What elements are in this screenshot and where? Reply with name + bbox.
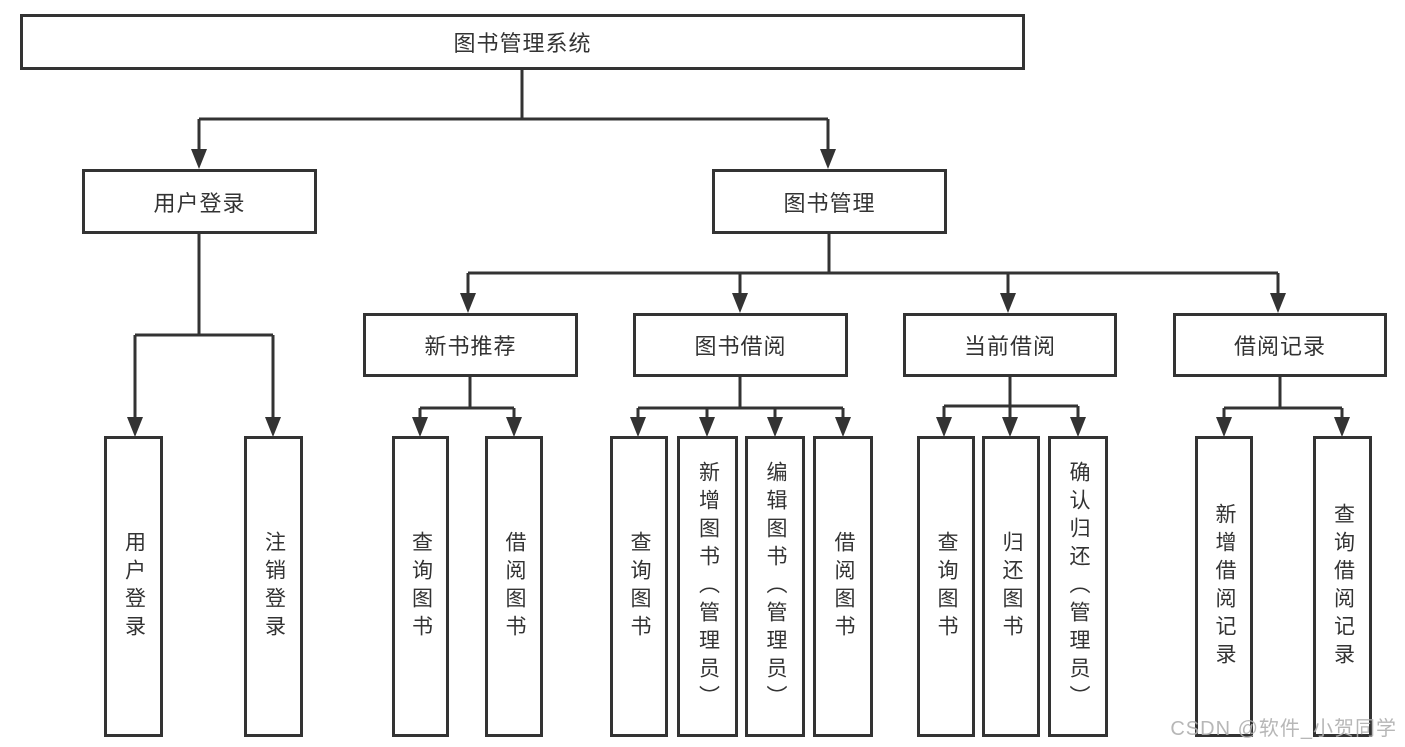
leaf-node-query-books: 查询图书 [392,436,449,737]
node-borrow-records: 借阅记录 [1173,313,1387,377]
node-label: 归还图书 [1000,530,1023,643]
node-label: 借阅图书 [503,530,526,643]
node-label: 用户登录 [153,190,246,216]
leaf-node-borrow-books: 借阅图书 [485,436,543,737]
node-label: 当前借阅 [963,334,1056,359]
node-label: 查询图书 [409,530,433,643]
leaf-node-confirm-return-admin: 确认归还（管理员） [1048,436,1108,737]
leaf-node-add-books-admin: 新增图书（管理员） [677,436,738,737]
node-label: 用户登录 [122,530,146,643]
leaf-node-query-books: 查询图书 [610,436,668,737]
csdn-watermark: CSDN @软件_小贺同学 [1170,718,1397,740]
node-label: 图书管理 [783,190,876,216]
node-label: 借阅记录 [1233,334,1326,359]
node-label: 图书借阅 [694,334,787,359]
node-label: 新增借阅记录 [1213,502,1236,671]
leaf-node-edit-books-admin: 编辑图书（管理员） [745,436,805,737]
node-new-book-recommend: 新书推荐 [363,313,578,377]
leaf-node-logout: 注销登录 [244,436,303,737]
node-label: 新增图书（管理员） [696,460,720,713]
leaf-node-query-books: 查询图书 [917,436,975,737]
node-label: 查询图书 [935,530,958,643]
leaf-node-borrow-books: 借阅图书 [813,436,873,737]
leaf-node-return-books: 归还图书 [982,436,1040,737]
node-label: 借阅图书 [832,530,855,643]
node-library-management-system: 图书管理系统 [20,14,1025,70]
node-label: 查询借阅记录 [1331,502,1355,671]
node-label: 查询图书 [628,530,651,643]
leaf-node-add-borrow-record: 新增借阅记录 [1195,436,1253,737]
node-book-borrowing: 图书借阅 [633,313,848,377]
node-label: 确认归还（管理员） [1067,460,1090,713]
node-label: 编辑图书（管理员） [764,460,787,713]
node-book-management: 图书管理 [712,169,947,234]
leaf-node-query-borrow-record: 查询借阅记录 [1313,436,1372,737]
node-current-borrowing: 当前借阅 [903,313,1117,377]
node-label: 新书推荐 [424,334,517,359]
node-label: 图书管理系统 [453,31,592,56]
leaf-node-user-login: 用户登录 [104,436,163,737]
node-label: 注销登录 [262,530,286,643]
node-user-login: 用户登录 [82,169,317,234]
